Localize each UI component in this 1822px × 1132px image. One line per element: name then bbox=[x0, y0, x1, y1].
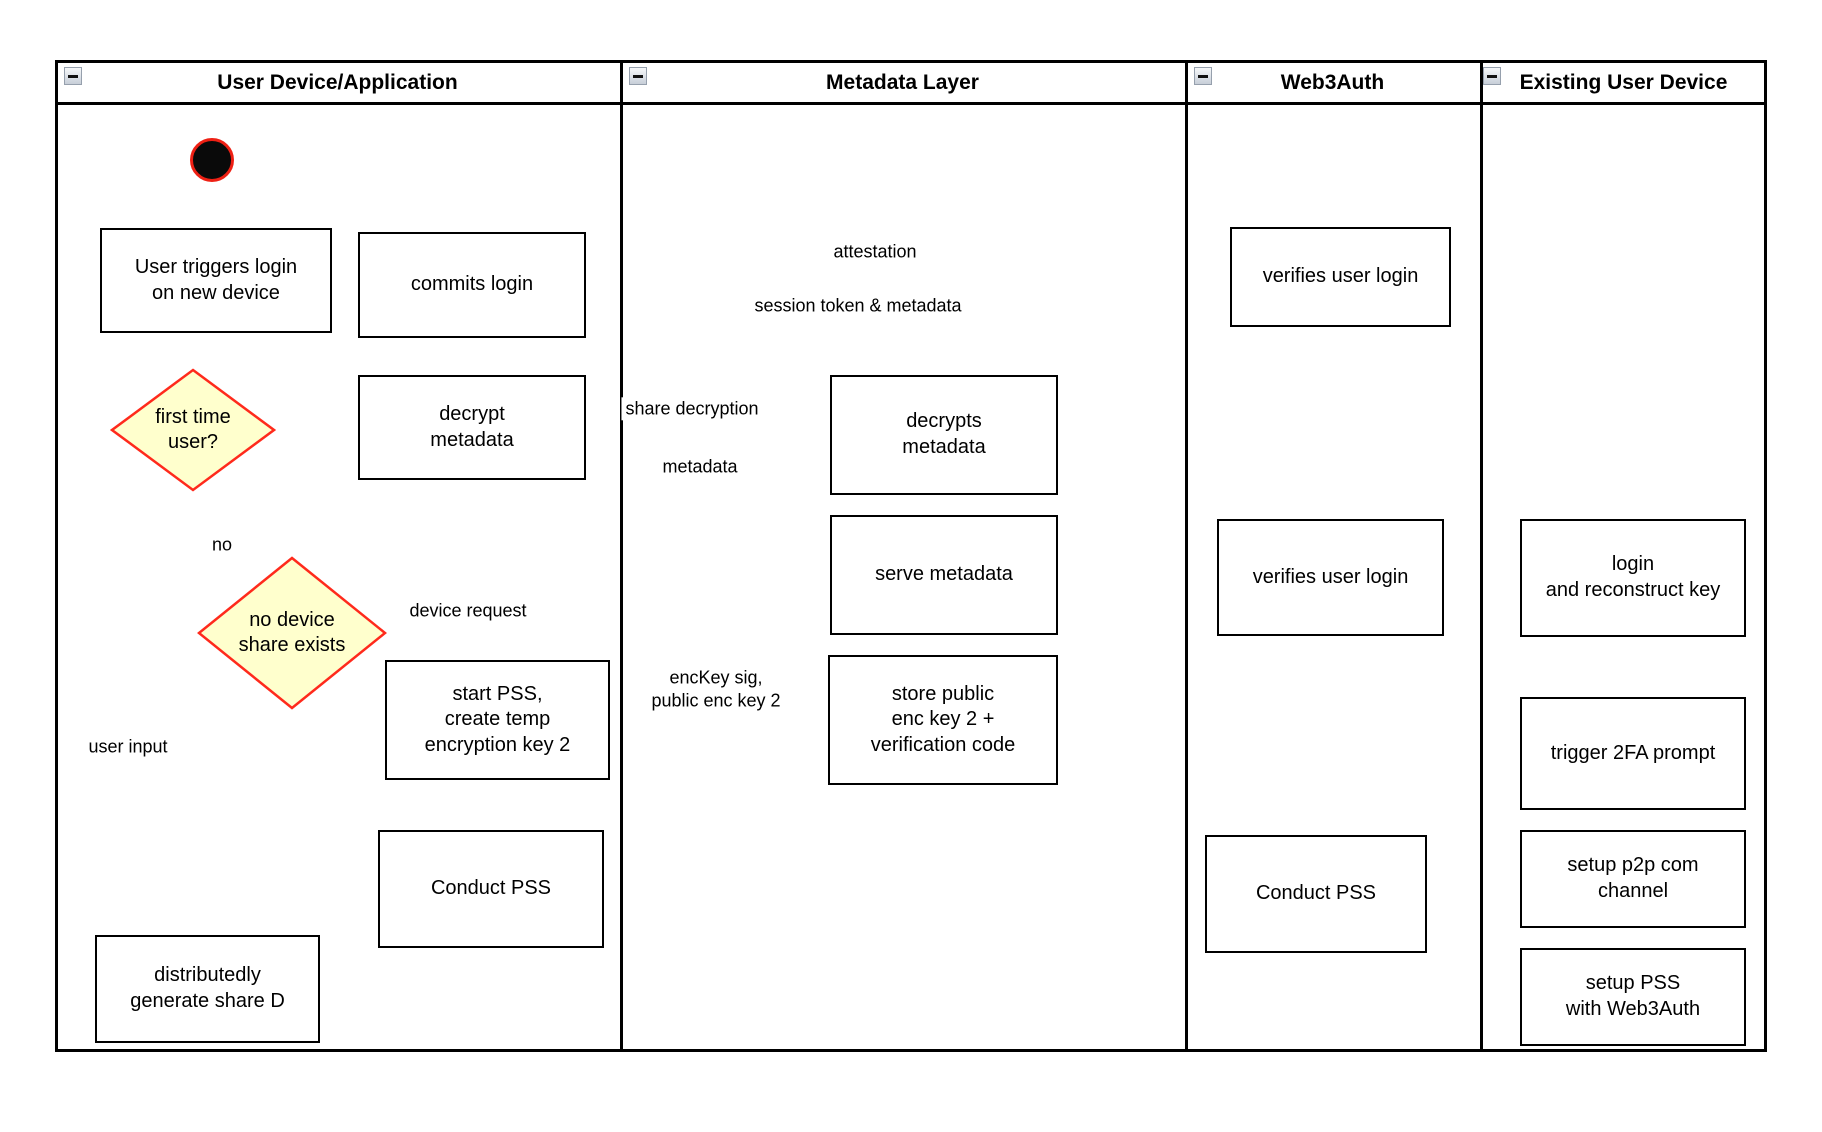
initial-state-node bbox=[190, 138, 234, 182]
node-commits-login: commits login bbox=[358, 232, 586, 338]
edge-label-attestation: attestation bbox=[829, 240, 921, 264]
edge-label-no: no bbox=[207, 533, 237, 557]
minus-icon[interactable] bbox=[1194, 67, 1212, 85]
lane-divider-3 bbox=[1480, 60, 1483, 1052]
edge-label-device-request: device request bbox=[405, 599, 531, 623]
node-start-pss: start PSS, create temp encryption key 2 bbox=[385, 660, 610, 780]
minus-icon[interactable] bbox=[629, 67, 647, 85]
lane-divider-1 bbox=[620, 60, 623, 1052]
edge-label-session-token: session token & metadata bbox=[750, 294, 966, 318]
node-store-public-enc-key: store public enc key 2 + verification co… bbox=[828, 655, 1058, 785]
lane-title-existing-user-device: Existing User Device bbox=[1519, 71, 1728, 94]
node-verifies-user-login-1: verifies user login bbox=[1230, 227, 1451, 327]
minus-icon[interactable] bbox=[64, 67, 82, 85]
node-decrypt-metadata: decrypt metadata bbox=[358, 375, 586, 480]
node-conduct-pss-user-device: Conduct PSS bbox=[378, 830, 604, 948]
node-distributedly-generate-share: distributedly generate share D bbox=[95, 935, 320, 1043]
decision-no-device-share: no device share exists bbox=[197, 556, 387, 710]
node-conduct-pss-web3auth: Conduct PSS bbox=[1205, 835, 1427, 953]
node-setup-p2p-channel: setup p2p com channel bbox=[1520, 830, 1746, 928]
edge-label-metadata: metadata bbox=[658, 455, 742, 479]
lane-header-separator bbox=[55, 102, 1767, 105]
lane-title-web3auth: Web3Auth bbox=[1280, 71, 1385, 94]
decision-first-time-user: first time user? bbox=[110, 368, 276, 492]
node-decrypts-metadata: decrypts metadata bbox=[830, 375, 1058, 495]
lane-title-metadata-layer: Metadata Layer bbox=[826, 71, 979, 94]
node-user-triggers-login: User triggers login on new device bbox=[100, 228, 332, 333]
lane-divider-2 bbox=[1185, 60, 1188, 1052]
node-trigger-2fa-prompt: trigger 2FA prompt bbox=[1520, 697, 1746, 810]
edge-label-share-decryption: share decryption bbox=[621, 397, 763, 421]
edge-label-user-input: user input bbox=[84, 735, 172, 759]
diamond-shape bbox=[197, 556, 387, 710]
node-serve-metadata: serve metadata bbox=[830, 515, 1058, 635]
node-login-reconstruct-key: login and reconstruct key bbox=[1520, 519, 1746, 637]
edge-label-enckey: encKey sig, public enc key 2 bbox=[647, 666, 785, 714]
node-verifies-user-login-2: verifies user login bbox=[1217, 519, 1444, 636]
node-setup-pss-web3auth: setup PSS with Web3Auth bbox=[1520, 948, 1746, 1046]
lane-title-user-device: User Device/Application bbox=[217, 71, 458, 94]
diamond-shape bbox=[110, 368, 276, 492]
minus-icon[interactable] bbox=[1483, 67, 1501, 85]
